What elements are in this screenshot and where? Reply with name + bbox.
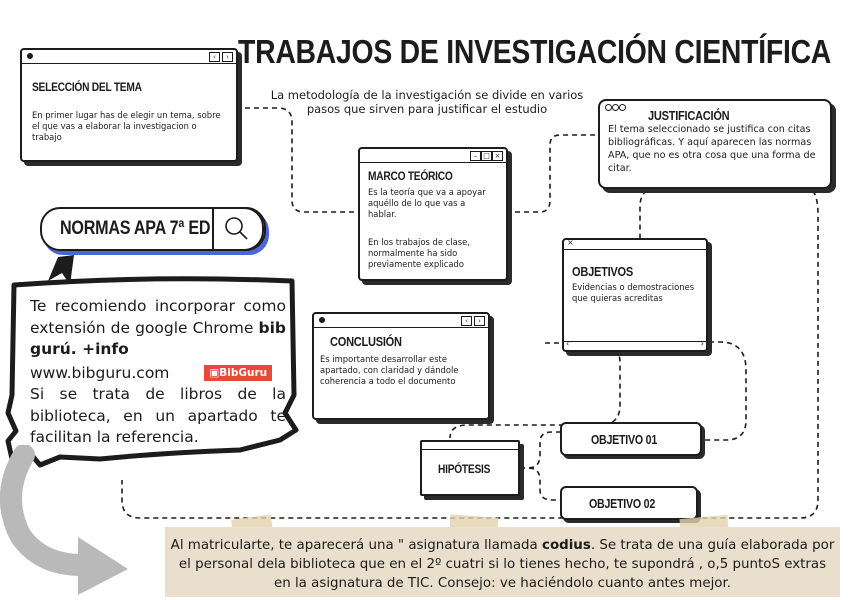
window-dot-icon <box>612 104 619 111</box>
marco-text-2: En los trabajos de clase, normalmente ha… <box>368 237 496 270</box>
note-line-2: Si se trata de libros de la biblioteca, … <box>30 385 286 446</box>
bottom-pre: Al matricularte, te aparecerá una " asig… <box>171 538 542 553</box>
bibguru-badge-label: BibGuru <box>219 367 267 379</box>
justificacion-title: JUSTIFICACIÓN <box>648 108 729 123</box>
marco-text-1: Es la teoría que va a apoyar aquéllo de … <box>368 187 496 220</box>
seleccion-window: ‹ › SELECCIÓN DEL TEMA En primer lugar h… <box>20 48 238 162</box>
objetivo-01-label: OBJETIVO 01 <box>591 432 657 447</box>
close-icon[interactable]: × <box>567 238 574 247</box>
seleccion-title: SELECCIÓN DEL TEMA <box>32 80 142 94</box>
search-input[interactable]: NORMAS APA 7ª ED <box>60 218 210 240</box>
window-scrollbar[interactable]: ‹ › <box>564 341 706 350</box>
objetivo-02-pill: OBJETIVO 02 <box>560 486 698 520</box>
objetivo-01-pill: OBJETIVO 01 <box>560 422 702 456</box>
scroll-left-icon[interactable]: ‹ <box>566 339 569 348</box>
marco-window: – □ × MARCO TEÓRICO Es la teoría que va … <box>358 147 508 281</box>
close-icon[interactable]: × <box>492 151 503 161</box>
search-icon <box>214 209 262 249</box>
window-titlebar: ‹ › <box>314 314 488 328</box>
minimize-icon[interactable]: ‹ <box>209 52 220 62</box>
window-dot-icon <box>319 317 325 323</box>
curved-arrow-icon <box>0 445 150 600</box>
minimize-icon[interactable]: – <box>470 151 481 161</box>
window-titlebar: – □ × <box>360 149 506 163</box>
conclusion-window: ‹ › CONCLUSIÓN Es importante desarrollar… <box>312 312 490 420</box>
codius-term: codius <box>542 538 591 553</box>
note-text: Te recomiendo incorporar como extensión … <box>30 296 286 449</box>
close-icon[interactable]: › <box>474 316 485 326</box>
maximize-icon[interactable]: □ <box>481 151 492 161</box>
conclusion-title: CONCLUSIÓN <box>330 334 402 349</box>
page-title: TRABAJOS DE INVESTIGACIÓN CIENTÍFICA <box>238 30 642 74</box>
window-titlebar <box>422 442 518 450</box>
scroll-right-icon[interactable]: › <box>701 339 704 348</box>
objetivos-text: Evidencias o demostraciones que quieras … <box>572 282 702 304</box>
conclusion-text: Es importante desarrollar este apartado,… <box>320 354 480 387</box>
window-dot-icon <box>27 53 33 59</box>
objetivo-02-label: OBJETIVO 02 <box>589 496 655 511</box>
minimize-icon[interactable]: ‹ <box>461 316 472 326</box>
hipotesis-window: HIPÓTESIS <box>420 440 520 496</box>
bibguru-link[interactable]: www.bibguru.com <box>30 364 169 382</box>
window-dot-icon <box>619 104 626 111</box>
window-titlebar: × <box>564 240 706 250</box>
objetivos-window: × OBJETIVOS Evidencias o demostraciones … <box>562 238 708 352</box>
justificacion-window: JUSTIFICACIÓN El tema seleccionado se ju… <box>598 99 832 189</box>
seleccion-text: En primer lugar has de elegir un tema, s… <box>32 110 227 143</box>
window-dot-icon <box>605 104 612 111</box>
close-icon[interactable]: › <box>222 52 233 62</box>
objetivos-title: OBJETIVOS <box>572 264 633 279</box>
note-line-1: Te recomiendo incorporar como extensión … <box>30 297 286 337</box>
marco-title: MARCO TEÓRICO <box>368 169 453 183</box>
bibguru-badge: ▣BibGuru <box>204 365 272 381</box>
justificacion-text: El tema seleccionado se justifica con ci… <box>608 123 820 175</box>
hipotesis-title: HIPÓTESIS <box>438 462 490 476</box>
window-titlebar: ‹ › <box>22 50 236 64</box>
page-subtitle: La metodología de la investigación se di… <box>262 88 592 116</box>
bottom-note-text: Al matricularte, te aparecerá una " asig… <box>170 536 835 593</box>
